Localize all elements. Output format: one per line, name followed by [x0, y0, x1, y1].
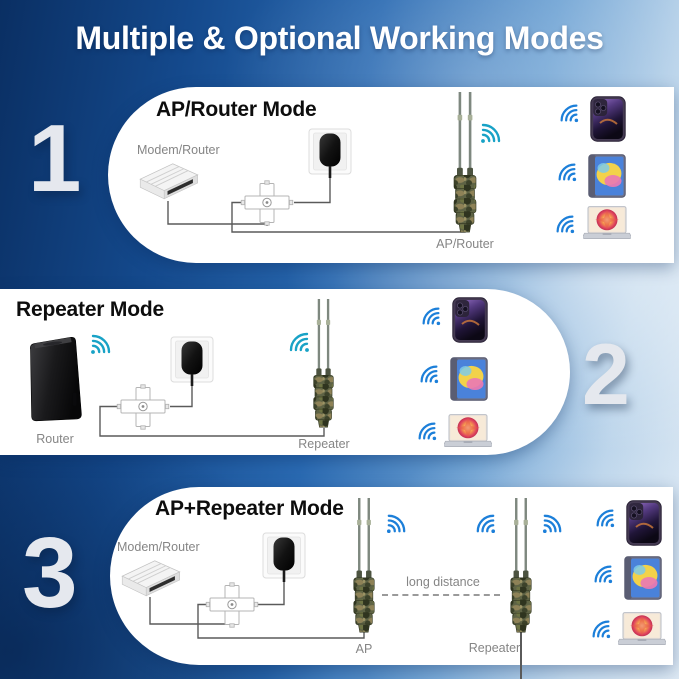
outdoor-antenna-device-icon [450, 92, 480, 234]
section-1-number: 1 [28, 105, 82, 212]
section-2-device-label: Repeater [298, 437, 350, 451]
section-1-title: AP/Router Mode [156, 98, 317, 121]
wifi-signal-icon [473, 511, 498, 536]
laptop-icon [582, 206, 632, 240]
section-3-repeater-label: Repeater [468, 641, 521, 655]
section-2-source-label: Router [36, 432, 74, 446]
smartphone-icon [590, 96, 626, 142]
modem-router-icon [134, 160, 202, 206]
laptop-icon [443, 414, 493, 448]
outdoor-antenna-device-icon [350, 498, 378, 634]
repeater-drop-wire [520, 630, 522, 679]
tablet-icon [450, 357, 488, 401]
tablet-icon [588, 154, 626, 198]
wifi-signal-icon [589, 617, 613, 641]
poe-injector-icon [240, 180, 294, 226]
router-icon [18, 333, 90, 429]
wifi-signal-icon [88, 331, 114, 357]
power-adapter-icon [170, 336, 214, 386]
modem-router-icon [116, 557, 184, 603]
wifi-signal-icon [478, 120, 504, 146]
section-3-number: 3 [22, 517, 78, 629]
mode-panel-1 [108, 87, 674, 263]
page-title: Multiple & Optional Working Modes [75, 20, 604, 56]
wifi-signal-icon [417, 362, 441, 386]
wifi-signal-icon [555, 160, 579, 184]
tablet-icon [624, 556, 662, 600]
wifi-signal-icon [557, 101, 581, 125]
outdoor-antenna-device-icon [310, 299, 337, 429]
wifi-signal-icon [540, 511, 565, 536]
section-1-source-label: Modem/Router [137, 143, 220, 157]
outdoor-antenna-device-icon [507, 498, 535, 634]
wifi-signal-icon [553, 212, 577, 236]
wifi-signal-icon [419, 304, 443, 328]
power-adapter-icon [308, 128, 352, 178]
section-2-number: 2 [582, 327, 630, 423]
section-3-title: AP+Repeater Mode [155, 497, 344, 520]
smartphone-icon [452, 297, 488, 343]
poe-injector-icon [116, 384, 170, 430]
smartphone-icon [626, 500, 662, 546]
section-1-device-label: AP/Router [436, 237, 494, 251]
wifi-signal-icon [593, 506, 617, 530]
section-3-source-label: Modem/Router [117, 540, 200, 554]
wifi-signal-icon [591, 562, 615, 586]
wifi-signal-icon [415, 419, 439, 443]
laptop-icon [617, 612, 667, 646]
wifi-signal-icon [286, 329, 312, 355]
long-distance-dash [382, 594, 500, 596]
poe-injector-icon [205, 582, 259, 628]
connection-wires-2 [99, 386, 325, 437]
long-distance-label: long distance [406, 575, 480, 589]
wifi-signal-icon [384, 511, 409, 536]
section-3-ap-label: AP [355, 642, 373, 656]
section-2-title: Repeater Mode [16, 298, 164, 321]
power-adapter-icon [262, 532, 306, 582]
